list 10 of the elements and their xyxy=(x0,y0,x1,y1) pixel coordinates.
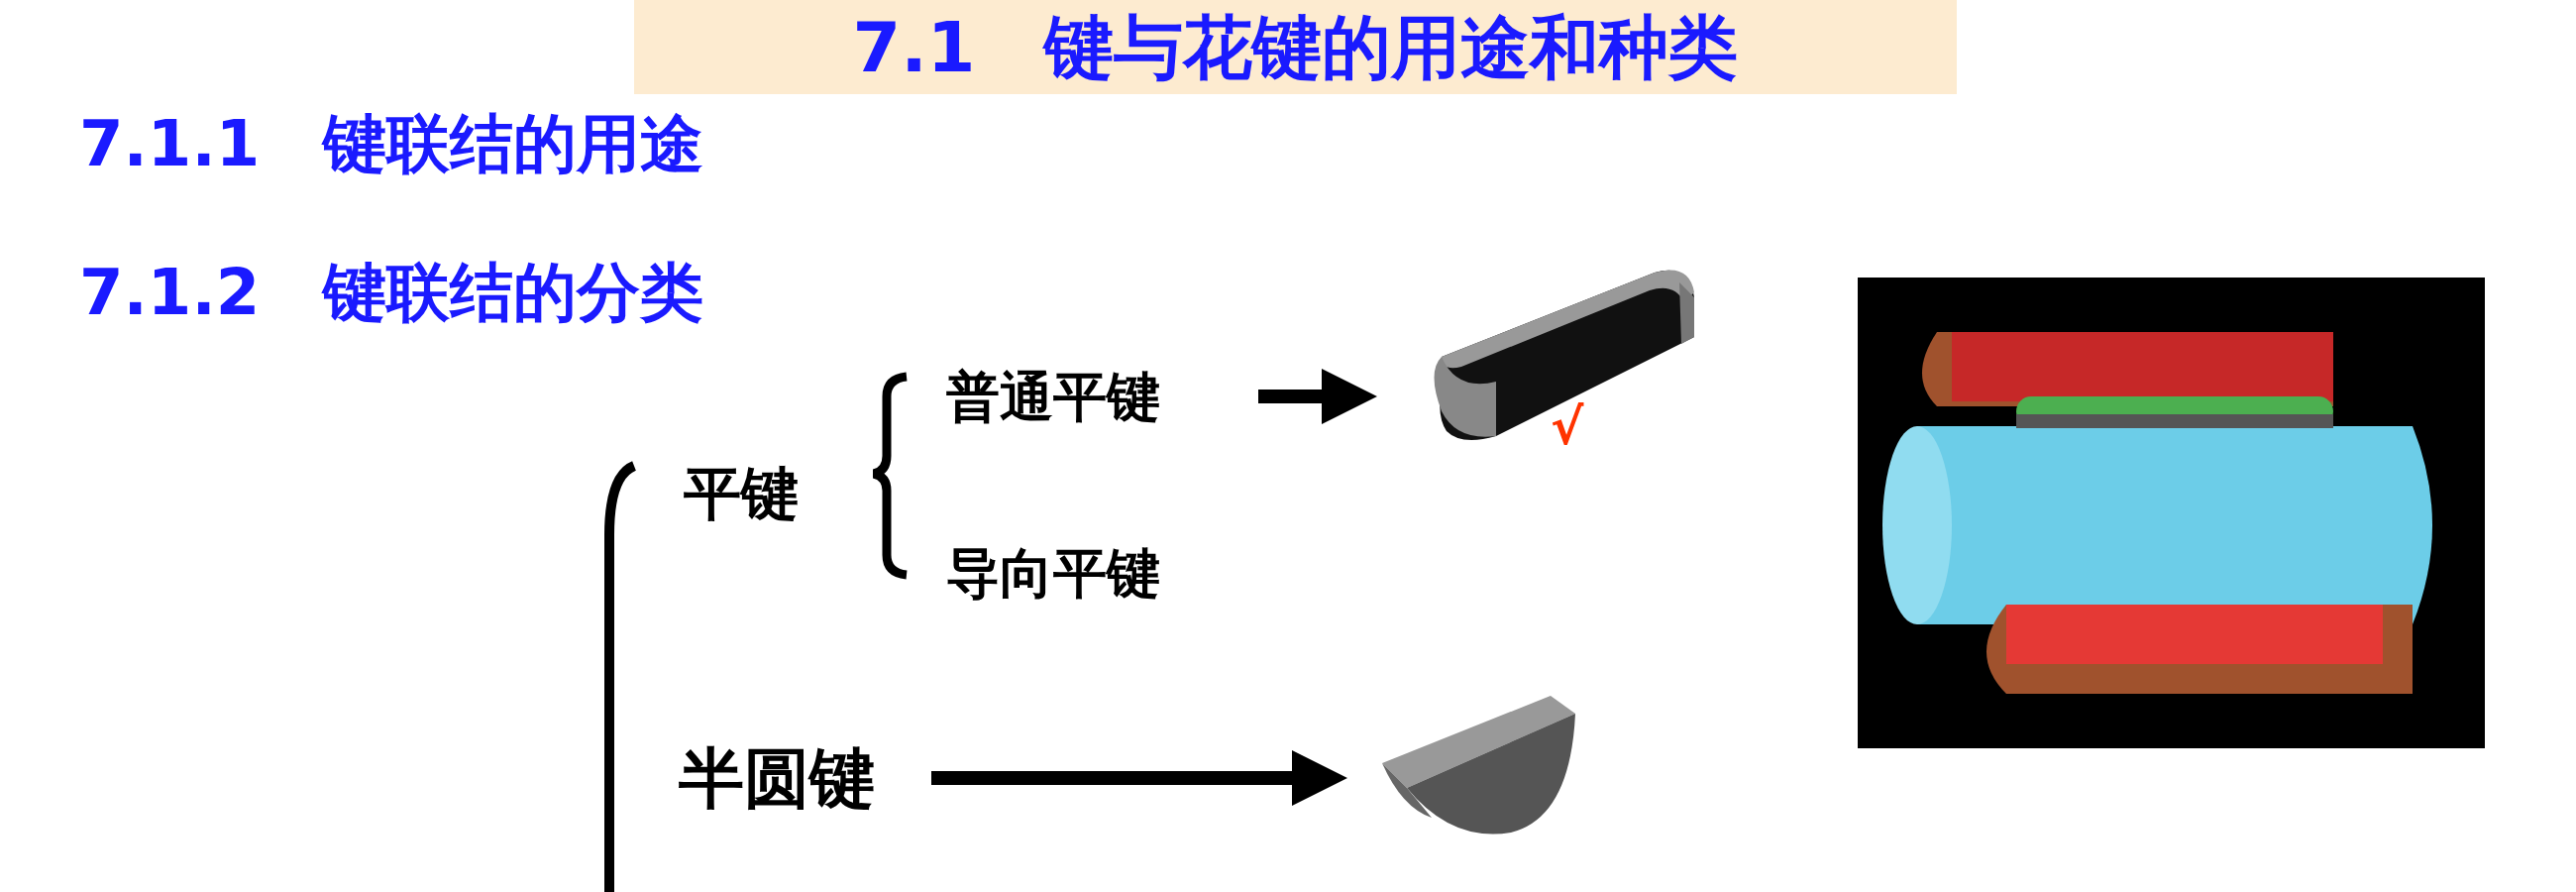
arrow xyxy=(1258,369,1377,424)
category-label: 半圆键 xyxy=(679,738,875,819)
section-heading: 7.1.2 键联结的分类 xyxy=(79,255,704,331)
arrow xyxy=(931,750,1347,806)
check-mark: √ xyxy=(1551,397,1584,458)
title: 7.1 键与花键的用途和种类 xyxy=(634,0,1957,94)
section-heading: 7.1.1 键联结的用途 xyxy=(79,106,704,182)
category-label: 导向平键 xyxy=(946,541,1160,607)
category-label: 平键 xyxy=(684,459,799,529)
category-label: 普通平键 xyxy=(946,364,1160,430)
